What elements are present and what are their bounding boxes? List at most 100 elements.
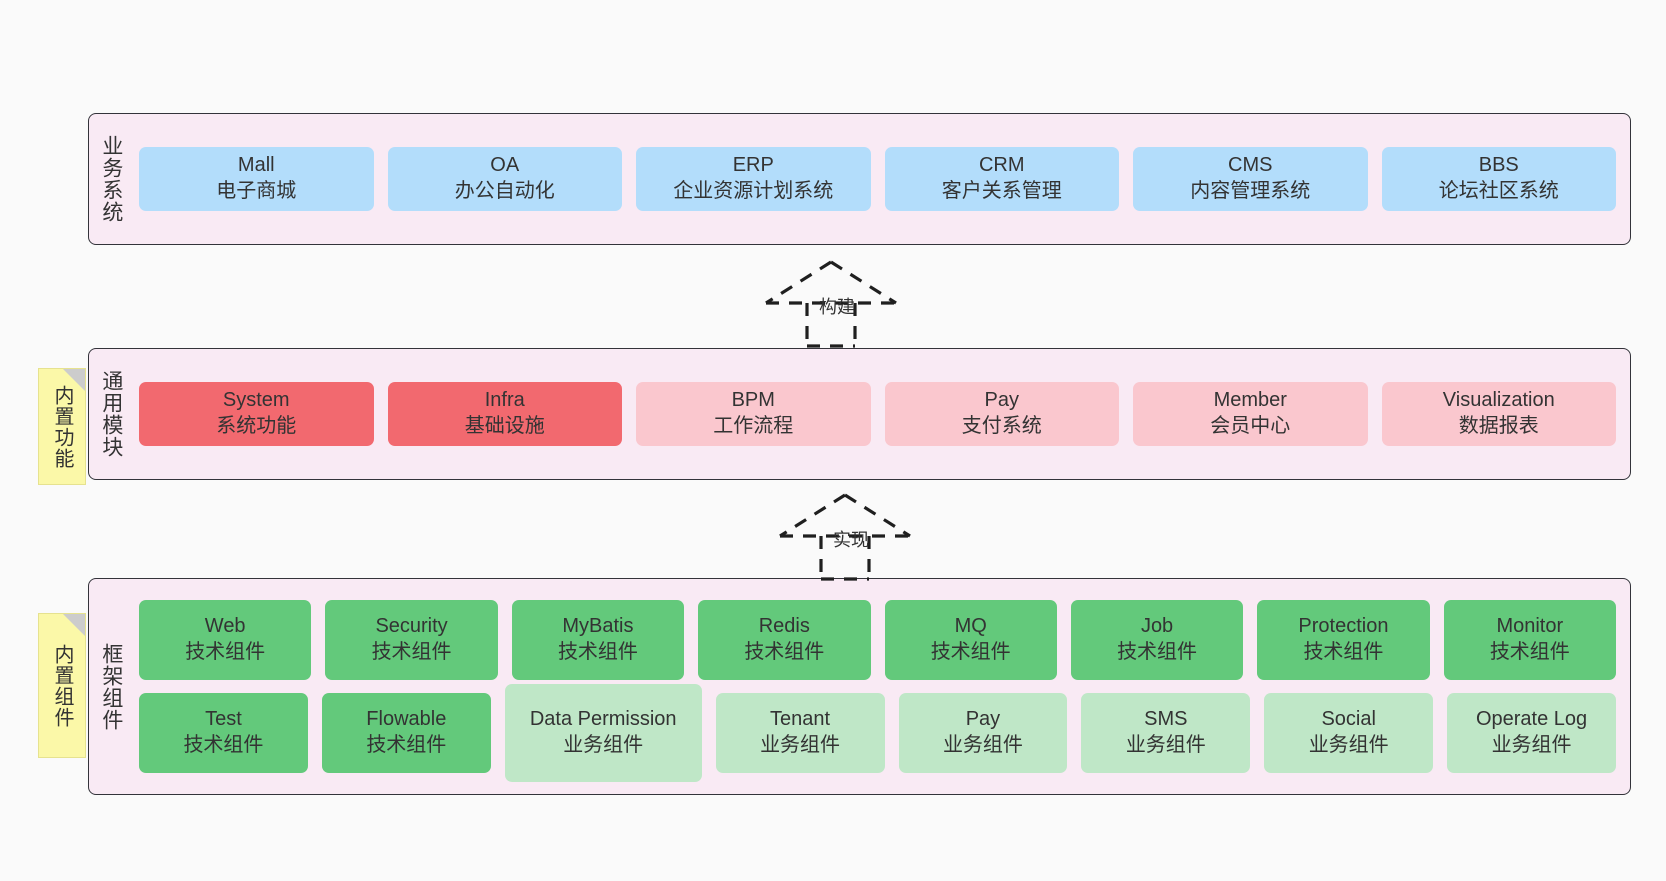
card-title: Infra [484,389,525,412]
card-title: Tenant [770,708,831,731]
card-title: Protection [1298,615,1389,638]
card-title: Operate Log [1475,708,1588,731]
card-monitor[interactable]: Monitor 技术组件 [1443,600,1616,680]
note-builtin-components[interactable]: 内置组件 [38,613,86,758]
card-erp[interactable]: ERP 企业资源计划系统 [636,147,871,211]
card-title: Pay [984,389,1019,412]
card-cms[interactable]: CMS 内容管理系统 [1133,147,1368,211]
arrow-implement-label: 实现 [833,530,869,550]
layer-title-common-modules: 通用模块 [99,370,123,458]
card-subtitle: 技术组件 [185,641,266,663]
card-title: MQ [954,615,987,638]
card-bpm[interactable]: BPM 工作流程 [636,382,871,446]
card-title: Visualization [1442,389,1555,412]
card-title: CMS [1228,154,1273,177]
card-redis[interactable]: Redis 技术组件 [698,600,871,680]
card-subtitle: 业务组件 [942,734,1023,756]
card-title: System [222,389,290,412]
card-job[interactable]: Job 技术组件 [1070,600,1244,680]
arrow-build-icon [765,260,897,348]
card-title: Job [1140,615,1174,638]
card-subtitle: 系统功能 [216,415,297,437]
note-label: 内置组件 [51,643,73,728]
card-subtitle: 技术组件 [1117,641,1198,663]
layer-framework-components[interactable]: 框架组件 Web 技术组件 Security 技术组件 MyBatis 技术组件… [88,578,1631,795]
card-flowable[interactable]: Flowable 技术组件 [321,693,491,773]
card-subtitle: 业务组件 [1308,734,1389,756]
card-bbs[interactable]: BBS 论坛社区系统 [1381,147,1616,211]
card-subtitle: 论坛社区系统 [1438,180,1559,202]
card-test[interactable]: Test 技术组件 [139,693,308,773]
card-sms[interactable]: SMS 业务组件 [1081,693,1251,773]
card-infra[interactable]: Infra 基础设施 [387,382,622,446]
card-subtitle: 支付系统 [961,415,1042,437]
note-label: 内置功能 [51,384,73,469]
card-subtitle: 企业资源计划系统 [673,180,834,202]
card-subtitle: 技术组件 [557,641,638,663]
card-title: Pay [965,708,1001,731]
card-pay-module[interactable]: Pay 支付系统 [884,382,1119,446]
card-title: Social [1321,708,1376,731]
layer-common-modules[interactable]: 通用模块 System 系统功能 Infra 基础设施 BPM 工作流程 Pay… [88,348,1631,480]
card-system[interactable]: System 系统功能 [139,382,374,446]
card-subtitle: 业务组件 [760,734,841,756]
card-subtitle: 工作流程 [713,415,794,437]
note-builtin-features[interactable]: 内置功能 [38,368,86,485]
card-title: Redis [758,615,810,638]
card-subtitle: 电子商城 [216,180,297,202]
card-subtitle: 技术组件 [1489,641,1570,663]
card-subtitle: 业务组件 [1125,734,1206,756]
card-subtitle: 内容管理系统 [1190,180,1311,202]
card-crm[interactable]: CRM 客户关系管理 [884,147,1119,211]
card-tenant[interactable]: Tenant 业务组件 [715,693,885,773]
card-operate-log[interactable]: Operate Log 业务组件 [1447,693,1616,773]
card-protection[interactable]: Protection 技术组件 [1257,600,1430,680]
layer-title-business-systems: 业务系统 [99,135,123,223]
card-visualization[interactable]: Visualization 数据报表 [1381,382,1616,446]
card-subtitle: 办公自动化 [454,180,555,202]
card-social[interactable]: Social 业务组件 [1264,693,1434,773]
arrow-build: 构建 [756,256,906,348]
card-subtitle: 数据报表 [1458,415,1539,437]
card-data-permission[interactable]: Data Permission 业务组件 [504,684,702,782]
card-subtitle: 技术组件 [744,641,825,663]
card-title: Security [375,615,448,638]
card-title: ERP [732,154,774,177]
card-pay-component[interactable]: Pay 业务组件 [898,693,1068,773]
card-subtitle: 技术组件 [366,734,447,756]
card-subtitle: 会员中心 [1210,415,1291,437]
card-subtitle: 基础设施 [464,415,545,437]
card-web[interactable]: Web 技术组件 [139,600,312,680]
card-mall[interactable]: Mall 电子商城 [139,147,374,211]
card-title: OA [490,154,520,177]
card-subtitle: 业务组件 [1491,734,1572,756]
card-title: Test [205,708,242,731]
card-row: Test 技术组件 Flowable 技术组件 Data Permission … [139,684,1616,782]
card-subtitle: 技术组件 [183,734,264,756]
card-subtitle: 技术组件 [1303,641,1384,663]
card-title: Flowable [366,708,447,731]
card-security[interactable]: Security 技术组件 [325,600,498,680]
layer-business-systems[interactable]: 业务系统 Mall 电子商城 OA 办公自动化 ERP 企业资源计划系统 CRM… [88,113,1631,245]
card-title: Monitor [1496,615,1564,638]
arrow-implement-icon [779,493,911,581]
card-oa[interactable]: OA 办公自动化 [387,147,622,211]
card-subtitle: 技术组件 [371,641,452,663]
card-row: System 系统功能 Infra 基础设施 BPM 工作流程 Pay 支付系统… [139,382,1616,446]
layer-title-framework-components: 框架组件 [99,642,123,731]
layer-body-framework-components: Web 技术组件 Security 技术组件 MyBatis 技术组件 Redi… [133,579,1630,794]
layer-body-business-systems: Mall 电子商城 OA 办公自动化 ERP 企业资源计划系统 CRM 客户关系… [133,114,1630,244]
layer-body-common-modules: System 系统功能 Infra 基础设施 BPM 工作流程 Pay 支付系统… [133,349,1630,479]
card-mybatis[interactable]: MyBatis 技术组件 [511,600,685,680]
card-title: Web [204,615,246,638]
card-title: SMS [1144,708,1188,731]
card-title: Mall [237,154,275,177]
card-title: BPM [731,389,775,412]
card-subtitle: 业务组件 [563,734,644,756]
card-mq[interactable]: MQ 技术组件 [884,600,1057,680]
arrow-build-label: 构建 [819,297,855,317]
card-member[interactable]: Member 会员中心 [1133,382,1368,446]
card-title: MyBatis [562,615,634,638]
card-title: CRM [978,154,1025,177]
